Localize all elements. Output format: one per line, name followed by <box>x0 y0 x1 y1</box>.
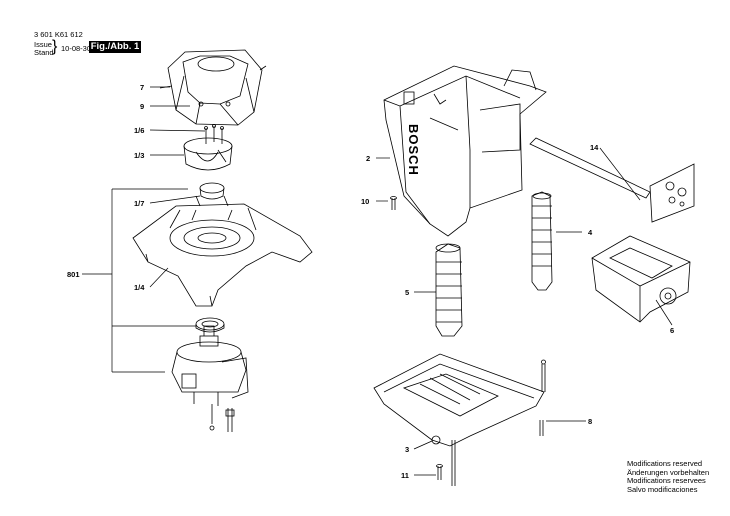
battery-5-part <box>435 243 463 337</box>
callout-801: 801 <box>67 270 80 279</box>
modification-notes: Modifications reserved Änderungen vorbeh… <box>627 459 710 494</box>
hub-part <box>195 182 229 207</box>
callout-1-7: 1/7 <box>134 199 144 208</box>
lens-head-part <box>183 137 233 171</box>
callout-1-3: 1/3 <box>134 151 144 160</box>
note-de: Änderungen vorbehalten <box>627 467 710 477</box>
callout-3: 3 <box>405 445 409 454</box>
top-cap-part <box>159 49 267 126</box>
callout-9: 9 <box>140 102 144 111</box>
issue-label: Issue <box>34 40 52 49</box>
callout-11: 11 <box>401 471 409 480</box>
housing-part <box>383 65 547 237</box>
battery-4-part <box>531 191 553 291</box>
base-plate-part <box>132 203 313 307</box>
screws-1-6 <box>204 124 224 144</box>
callout-8: 8 <box>588 417 592 426</box>
callout-10: 10 <box>361 197 369 206</box>
bottom-base-part <box>373 353 545 447</box>
stand-label: Stand <box>34 48 54 57</box>
note-es: Salvo modificaciones <box>627 484 698 494</box>
callout-7: 7 <box>140 83 144 92</box>
callout-4: 4 <box>588 228 593 237</box>
callout-1-4: 1/4 <box>134 283 145 292</box>
header-brace: } <box>52 38 58 55</box>
callout-5: 5 <box>405 288 409 297</box>
flex-cable-part <box>529 137 695 223</box>
screw-3-bolt <box>451 440 456 486</box>
screw-8 <box>539 359 546 436</box>
bosch-logo: BOSCH <box>406 124 421 176</box>
callout-6: 6 <box>670 326 674 335</box>
switch-box-part <box>591 235 691 323</box>
screw-10 <box>390 196 397 210</box>
note-en: Modifications reserved <box>627 459 703 468</box>
note-fr: Modifications reservees <box>627 476 706 486</box>
part-number: 3 601 K61 612 <box>34 30 83 39</box>
callout-1-6: 1/6 <box>134 126 144 135</box>
leader-lines <box>82 86 673 476</box>
figure-label: Fig./Abb. 1 <box>89 41 141 53</box>
issue-date: 10-08-30 <box>61 44 92 53</box>
motor-assembly-part <box>171 325 249 432</box>
bearing-ring-part <box>195 317 225 333</box>
callout-14: 14 <box>590 143 599 152</box>
callout-2: 2 <box>366 154 370 163</box>
screw-11 <box>436 464 443 480</box>
